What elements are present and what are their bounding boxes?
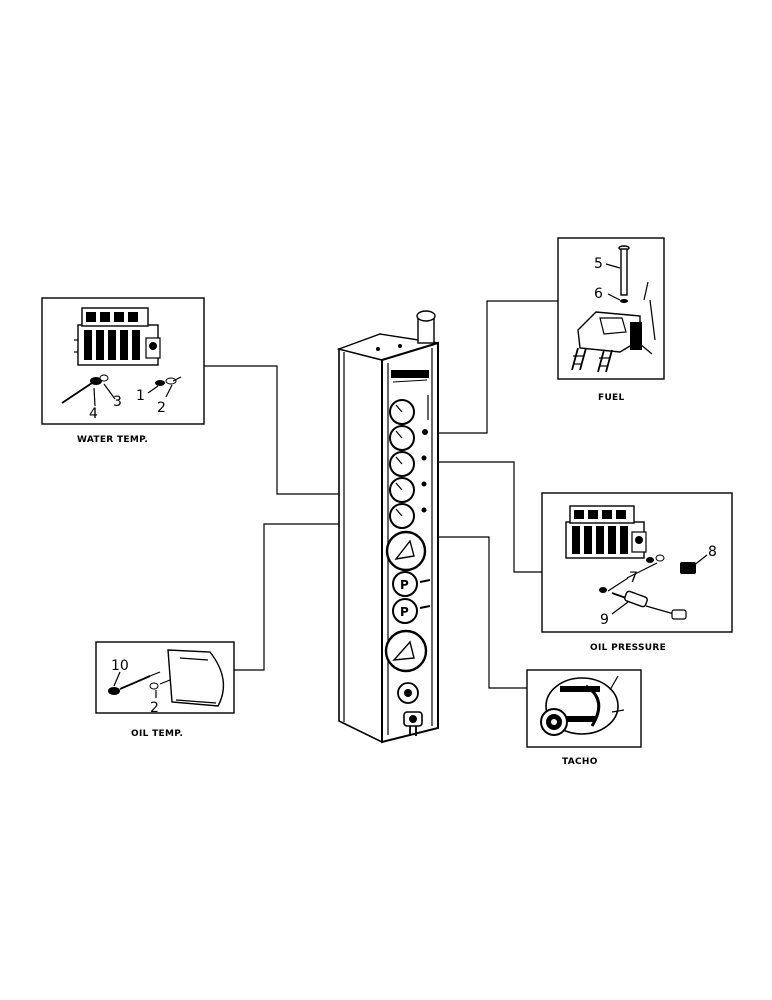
gauge-small-1 [389, 399, 415, 425]
oil-pressure-inset: 7 8 9 [541, 492, 733, 633]
gauge-small-4 [389, 477, 415, 503]
engine-block-illustration [74, 307, 161, 366]
water-temp-sensor-parts [61, 374, 182, 404]
alternator-illustration [540, 675, 625, 736]
callout-1: 1 [136, 388, 145, 404]
callout-8: 8 [708, 544, 717, 560]
gauge-tacho-dial [385, 530, 427, 572]
gauge-large-2 [384, 629, 428, 673]
callout-10: 10 [111, 658, 129, 674]
leader-water-temp [204, 365, 392, 495]
caption-oil-pressure: OIL PRESSURE [590, 643, 666, 653]
gauge-small-2 [389, 425, 415, 451]
leader-fuel [428, 300, 558, 434]
callout-2b: 2 [150, 700, 159, 716]
callout-7: 7 [629, 570, 638, 586]
svg-text:P: P [400, 578, 409, 592]
caption-fuel: FUEL [598, 393, 625, 403]
engine-block-illustration-2 [565, 505, 647, 559]
gauge-p-2: P [392, 598, 418, 624]
tacho-inset [526, 669, 642, 748]
caption-oil-temp: OIL TEMP. [131, 729, 183, 739]
leader-lines [204, 300, 558, 689]
callout-2: 2 [157, 400, 166, 416]
callout-4: 4 [89, 406, 98, 422]
gauge-small-3 [389, 451, 415, 477]
instrument-panel: P P [336, 310, 439, 744]
water-temp-inset: 4 3 1 2 [41, 297, 205, 425]
fuel-tank-illustration [571, 281, 656, 373]
leader-tacho [427, 536, 527, 689]
key-switch [403, 711, 423, 736]
gauge-p-1: P [392, 571, 418, 597]
callout-3: 3 [113, 394, 122, 410]
caption-tacho: TACHO [562, 757, 598, 767]
caption-water-temp: WATER TEMP. [77, 435, 148, 445]
svg-text:P: P [400, 605, 409, 619]
fuel-inset: 5 6 [557, 237, 665, 380]
leader-oil-pressure [425, 461, 542, 573]
gauge-small-5 [389, 503, 415, 529]
leader-oil-temp [234, 523, 395, 671]
hour-meter [397, 682, 419, 704]
oil-temp-inset: 10 2 [95, 641, 235, 716]
callout-5: 5 [594, 256, 603, 272]
callout-9: 9 [600, 612, 609, 628]
callout-6: 6 [594, 286, 603, 302]
